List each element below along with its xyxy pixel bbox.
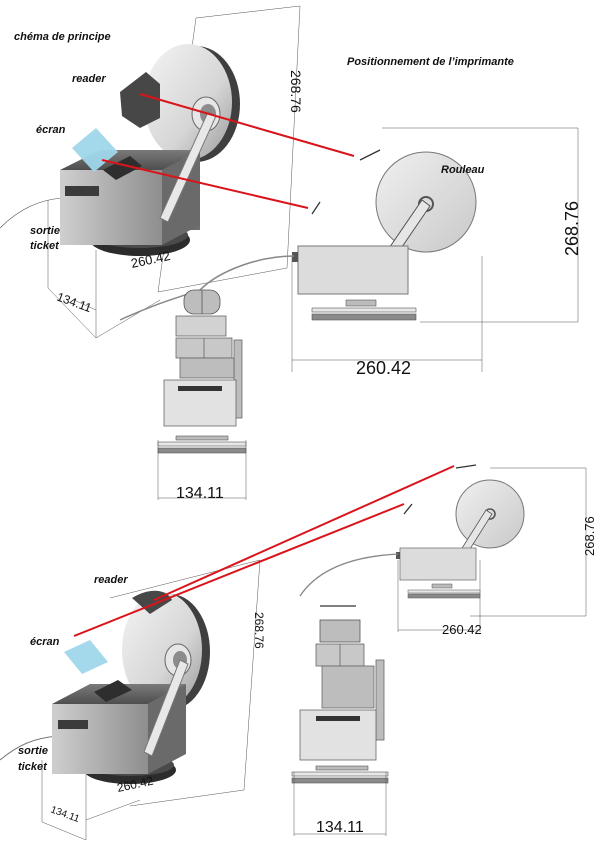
printer-side-view-bottom: 268.76 260.42 [299, 464, 595, 637]
schema-title: chéma de principe [14, 31, 111, 43]
dim-height-3d-bottom: 268.76 [252, 612, 266, 649]
label-reader-bottom: reader [94, 574, 128, 586]
leader-line-ecran-top [101, 159, 309, 209]
dim-depth-front-top: 134.11 [176, 485, 224, 502]
dim-depth-3d-bottom: 134.11 [49, 804, 81, 825]
leader-line-ecran-bottom [73, 503, 405, 637]
label-ecran-bottom: écran [30, 636, 60, 648]
drum-face [144, 44, 232, 160]
dim-width-side-top: 260.42 [356, 358, 411, 378]
label-ecran-top: écran [36, 124, 66, 136]
printer-front-view-top: 134.11 [119, 289, 247, 502]
reader-shape [120, 72, 160, 128]
label-sortie-top-1: sortie [30, 225, 60, 237]
printer-body-side-bottom [399, 547, 477, 581]
printer-3d-view-bottom: reader écran sortie ticket 268.76 260.42… [0, 559, 266, 841]
label-sortie-bottom-1: sortie [18, 745, 48, 757]
label-rouleau: Rouleau [441, 164, 485, 176]
label-sortie-bottom-2: ticket [18, 761, 48, 773]
dim-height-side-top: 268.76 [562, 201, 582, 256]
dim-width-side-bottom: 260.42 [442, 622, 482, 637]
leader-line-reader-top [139, 93, 355, 157]
dim-depth-front-bottom: 134.11 [316, 819, 364, 836]
printer-body-side-top [297, 245, 409, 295]
printer-side-view-top: Rouleau 268.76 260.42 [199, 127, 582, 378]
dim-depth-3d-top: 134.11 [55, 290, 94, 316]
label-sortie-top-2: ticket [30, 240, 60, 252]
dim-height-side-bottom: 268.76 [582, 516, 595, 556]
dim-height-3d-top: 268.76 [288, 70, 304, 113]
leader-line-reader-bottom [153, 465, 455, 601]
printer-front-view-bottom: 134.11 [291, 605, 389, 836]
ticket-slot [65, 186, 99, 196]
printer-3d-view-top: reader écran sortie ticket 268.76 260.42… [0, 5, 304, 339]
positioning-title: Positionnement de l’imprimante [347, 56, 514, 68]
label-reader-top: reader [72, 73, 106, 85]
roll-disk-top [375, 151, 477, 253]
